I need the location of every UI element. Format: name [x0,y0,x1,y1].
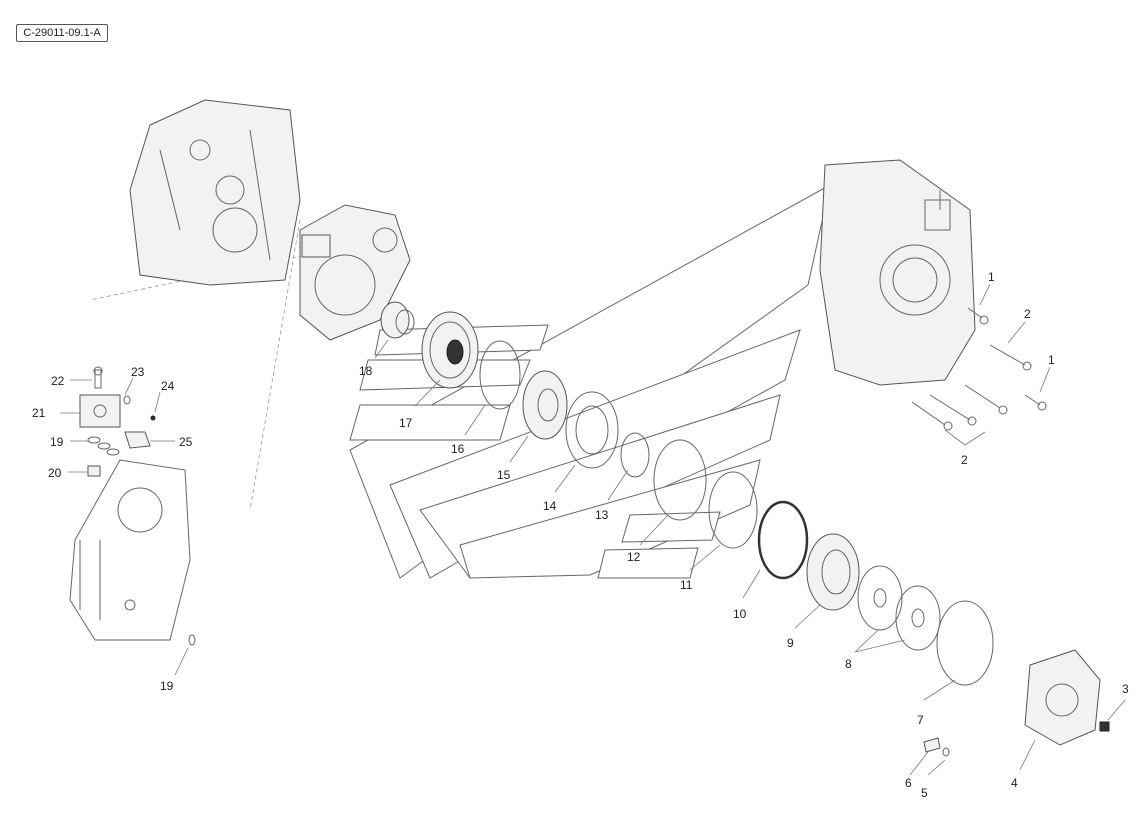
part-11-ring [708,471,758,549]
callout-9: 9 [787,636,794,650]
part-7-o-ring [936,600,994,686]
part-15-plate [522,370,568,440]
part-14-disc [565,391,619,469]
part-17-clutch-hub [421,311,479,389]
main-housing-right [819,159,976,386]
reference-code-label: C-29011-09.1-A [16,24,108,42]
callout-1-upper: 1 [988,270,995,284]
callout-7: 7 [917,713,924,727]
part-9-piston [806,533,860,611]
callout-19-lower: 19 [160,679,174,693]
callout-22: 22 [51,374,65,388]
main-housing-lower-left [69,459,191,641]
bolt-set [911,307,1047,431]
callout-24: 24 [161,379,175,393]
part-4-end-cover [1024,649,1101,746]
part-12-ring [653,439,707,521]
leader-lines [60,283,1126,776]
callout-1-lower: 1 [1048,353,1055,367]
callout-2-upper: 2 [1024,307,1031,321]
callout-18: 18 [359,364,373,378]
front-cover-housing [299,204,411,341]
callout-17: 17 [399,416,413,430]
part-18-bearing [380,301,415,339]
main-housing-upper-left [129,99,301,286]
part-16-snap-ring [479,340,521,410]
callout-11: 11 [680,578,693,592]
valve-block-assembly [79,366,156,477]
part-19-o-ring-lower [188,634,196,646]
callout-14: 14 [543,499,557,513]
part-10-seal-ring [757,500,809,580]
callout-10: 10 [733,607,747,621]
callout-21: 21 [32,406,46,420]
part-13-o-ring [620,432,650,478]
callout-2-lower: 2 [961,453,968,467]
callout-12: 12 [627,550,641,564]
callout-19-upper: 19 [50,435,64,449]
guide-bands [349,184,831,579]
part-6-fitting [923,737,941,753]
part-8-washers [857,565,941,651]
callout-5: 5 [921,786,928,800]
callout-25: 25 [179,435,193,449]
callout-23: 23 [131,365,145,379]
callout-labels: 1 2 1 2 3 4 5 6 7 8 9 10 11 12 13 14 15 … [32,270,1129,800]
callout-8: 8 [845,657,852,671]
callout-16: 16 [451,442,465,456]
callout-13: 13 [595,508,609,522]
callout-15: 15 [497,468,511,482]
callout-20: 20 [48,466,62,480]
callout-3: 3 [1122,682,1129,696]
callout-4: 4 [1011,776,1018,790]
part-3-plug [1099,721,1110,732]
part-5-o-ring [942,747,950,757]
callout-6: 6 [905,776,912,790]
assembly-axis-line-2 [249,219,301,511]
